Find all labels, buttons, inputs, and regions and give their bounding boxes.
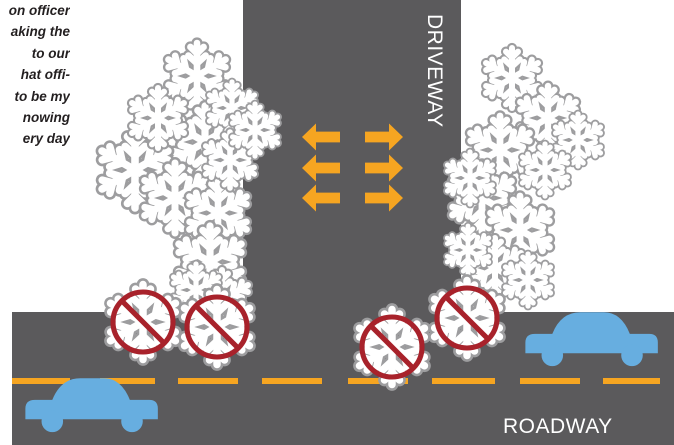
- no-snow-prohibition-icon: [106, 285, 181, 360]
- snowflake-icon: [444, 226, 492, 274]
- no-snow-prohibition-icon: [430, 281, 505, 356]
- snow-pile-right: [444, 48, 604, 306]
- caption-line: ery day: [0, 128, 70, 149]
- article-text-fragment: on officer aking the to our hat offi- to…: [0, 0, 70, 200]
- caption-line: nowing: [0, 107, 70, 128]
- snowflake-icon: [128, 88, 188, 148]
- no-snow-prohibition-icon: [355, 310, 430, 385]
- driveway-label: DRIVEWAY: [423, 14, 446, 128]
- roadway-label: ROADWAY: [503, 415, 613, 438]
- caption-line: hat offi-: [0, 64, 70, 85]
- snowflake-icon: [229, 104, 281, 156]
- snowflake-icon: [502, 254, 554, 306]
- caption-line: on officer: [0, 0, 70, 21]
- snowflake-icon: [519, 144, 571, 196]
- caption-line: aking the: [0, 21, 70, 42]
- no-snow-prohibition-icon: [180, 290, 255, 365]
- snowflake-icon: [444, 152, 496, 204]
- caption-line: to our: [0, 43, 70, 64]
- caption-line: to be my: [0, 86, 70, 107]
